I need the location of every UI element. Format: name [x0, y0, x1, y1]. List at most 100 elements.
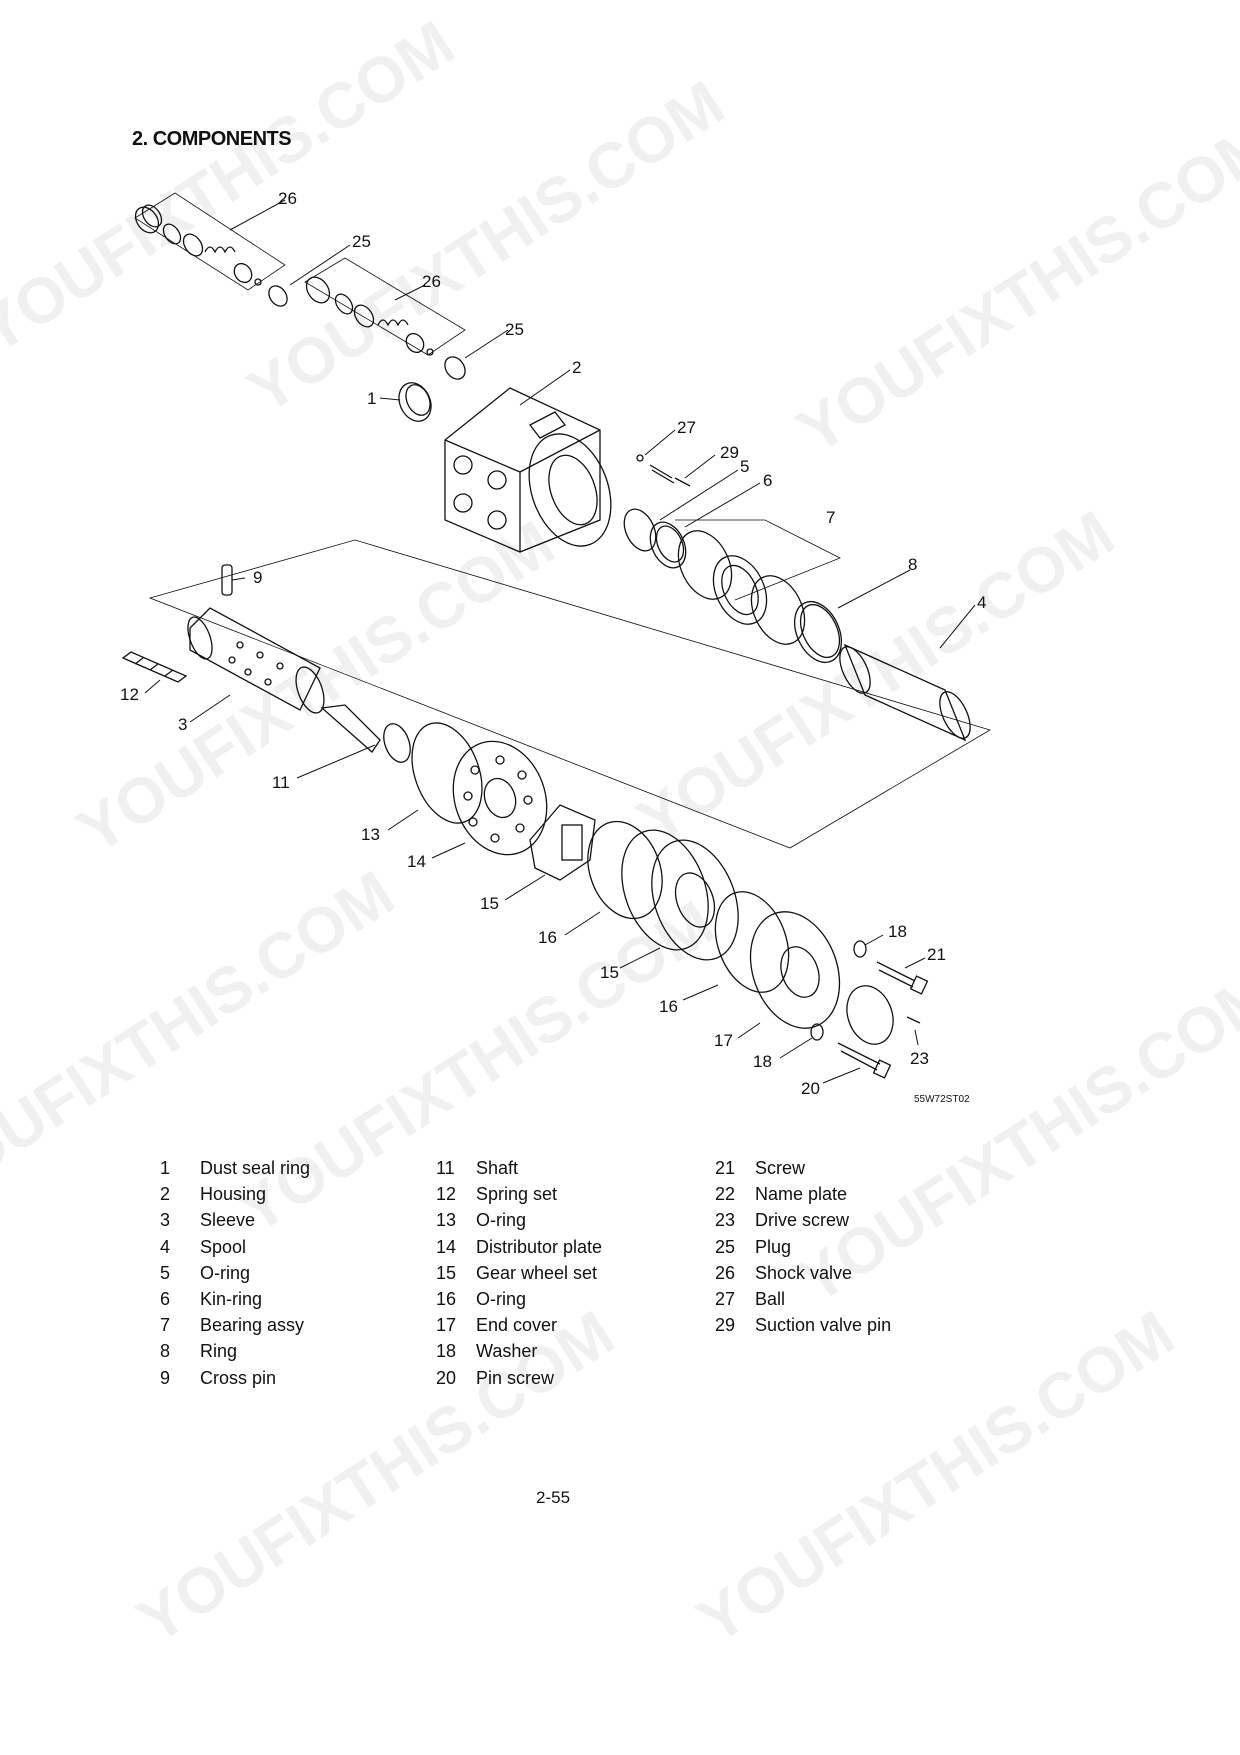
- part-name: Pin screw: [476, 1367, 555, 1388]
- figure-code: 55W72ST02: [914, 1094, 970, 1105]
- parts-list-column-3: 21 Screw 22 Name plate 23 Drive screw 25 Plu…: [715, 1158, 891, 1341]
- exploded-view-diagram: 26 25 26 25 2 1 27 29 5 6 7 8 4 9 12 3 1…: [120, 189, 991, 1105]
- list-item: 5 O-ring: [160, 1263, 310, 1289]
- callout-16: 16: [659, 997, 678, 1016]
- watermark: YOUFIXTHIS.COM: [684, 1296, 1187, 1658]
- part-name: Distributor plate: [476, 1236, 603, 1257]
- list-item: 15 Gear wheel set: [436, 1263, 602, 1289]
- callout-20: 20: [801, 1079, 820, 1098]
- part-number: 20: [436, 1367, 457, 1388]
- list-item: 22 Name plate: [715, 1184, 891, 1210]
- part-number: 9: [160, 1367, 171, 1388]
- part-number: 7: [160, 1315, 171, 1336]
- part-number: 3: [160, 1210, 171, 1231]
- list-item: 7 Bearing assy: [160, 1315, 310, 1341]
- list-item: 14 Distributor plate: [436, 1237, 602, 1263]
- callout-25: 25: [505, 320, 524, 339]
- part-name: Housing: [200, 1184, 267, 1205]
- part-number: 12: [436, 1184, 457, 1205]
- list-item: 23 Drive screw: [715, 1210, 891, 1236]
- part-name: O-ring: [200, 1262, 251, 1283]
- list-item: 6 Kin-ring: [160, 1289, 310, 1315]
- part-number: 26: [715, 1262, 736, 1283]
- part-number: 2: [160, 1184, 171, 1205]
- part-name: Plug: [755, 1236, 792, 1257]
- part-number: 17: [436, 1315, 457, 1336]
- list-item: 2 Housing: [160, 1184, 310, 1210]
- callout-6: 6: [763, 471, 772, 490]
- part-name: Ball: [755, 1288, 786, 1309]
- callout-18: 18: [888, 922, 907, 941]
- part-number: 4: [160, 1236, 171, 1257]
- callout-16: 16: [538, 928, 557, 947]
- list-item: 20 Pin screw: [436, 1368, 602, 1394]
- part-name: Screw: [755, 1158, 806, 1178]
- part-number: 16: [436, 1288, 457, 1309]
- part-number: 11: [436, 1158, 455, 1178]
- part-name: Name plate: [755, 1184, 848, 1205]
- list-item: 16 O-ring: [436, 1289, 602, 1315]
- list-item: 25 Plug: [715, 1237, 891, 1263]
- part-number: 1: [160, 1158, 171, 1178]
- page-number: 2-55: [536, 1488, 571, 1507]
- callout-3: 3: [178, 715, 187, 734]
- callout-18: 18: [753, 1052, 772, 1071]
- part-number: 5: [160, 1262, 171, 1283]
- part-name: Spring set: [476, 1184, 558, 1205]
- callout-21: 21: [927, 945, 946, 964]
- part-name: Kin-ring: [200, 1288, 263, 1309]
- list-item: 12 Spring set: [436, 1184, 602, 1210]
- list-item: 27 Ball: [715, 1289, 891, 1315]
- list-item: 21 Screw: [715, 1158, 891, 1184]
- part-number: 22: [715, 1184, 736, 1205]
- part-name: Gear wheel set: [476, 1262, 598, 1283]
- part-number: 6: [160, 1288, 171, 1309]
- part-name: Washer: [476, 1341, 538, 1362]
- callout-12: 12: [120, 685, 139, 704]
- part-number: 18: [436, 1341, 457, 1362]
- part-name: Cross pin: [200, 1367, 277, 1388]
- part-name: End cover: [476, 1315, 558, 1336]
- part-name: Shock valve: [755, 1262, 853, 1283]
- callout-15: 15: [480, 894, 499, 913]
- list-item: 9 Cross pin: [160, 1368, 310, 1394]
- part-number: 21: [715, 1158, 736, 1178]
- callout-2: 2: [572, 358, 581, 377]
- callout-5: 5: [740, 457, 749, 476]
- list-item: 18 Washer: [436, 1341, 602, 1367]
- part-number: 25: [715, 1236, 736, 1257]
- callout-17: 17: [714, 1031, 733, 1050]
- callout-11: 11: [272, 773, 290, 792]
- callout-4: 4: [977, 593, 986, 612]
- part-name: Suction valve pin: [755, 1315, 892, 1336]
- list-item: 4 Spool: [160, 1237, 310, 1263]
- callout-8: 8: [908, 555, 917, 574]
- callout-15: 15: [600, 963, 619, 982]
- callout-23: 23: [910, 1049, 929, 1068]
- callout-25: 25: [352, 232, 371, 251]
- part-number: 27: [715, 1288, 736, 1309]
- callout-1: 1: [367, 389, 376, 408]
- part-name: Drive screw: [755, 1210, 850, 1231]
- part-name: O-ring: [476, 1288, 527, 1309]
- part-number: 14: [436, 1236, 457, 1257]
- callout-14: 14: [407, 852, 426, 871]
- part-number: 15: [436, 1262, 457, 1283]
- callout-7: 7: [826, 508, 835, 527]
- part-name: Bearing assy: [200, 1315, 305, 1336]
- callout-26: 26: [278, 189, 297, 208]
- callout-29: 29: [720, 443, 739, 462]
- part-number: 23: [715, 1210, 736, 1231]
- part-name: Ring: [200, 1341, 238, 1362]
- part-name: Spool: [200, 1236, 247, 1257]
- callout-27: 27: [677, 418, 696, 437]
- callout-26: 26: [422, 272, 441, 291]
- list-item: 17 End cover: [436, 1315, 602, 1341]
